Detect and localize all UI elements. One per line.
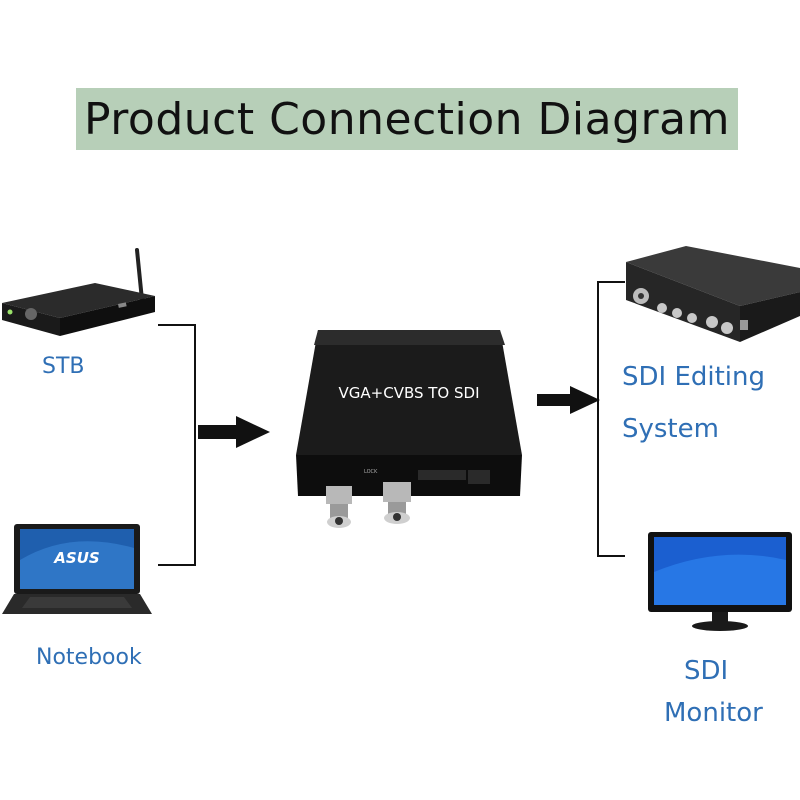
sdi-monitor-label-line1: SDI xyxy=(684,656,729,686)
title-banner: Product Connection Diagram xyxy=(76,88,738,150)
bnc-connector-icon xyxy=(383,482,411,524)
sdi-editing-label-line2: System xyxy=(622,414,719,444)
stb-label: STB xyxy=(42,354,85,379)
set-top-box-icon xyxy=(2,248,155,336)
sdi-monitor-label-line2: Monitor xyxy=(664,698,763,728)
monitor-icon xyxy=(648,532,792,631)
converter-box-icon: LOCK xyxy=(296,330,522,528)
page-title: Product Connection Diagram xyxy=(84,94,730,145)
converter-label: VGA+CVBS TO SDI xyxy=(338,384,480,402)
arrow-right-icon xyxy=(537,386,600,414)
laptop-brand-text: ASUS xyxy=(53,549,99,567)
arrow-right-icon xyxy=(198,416,270,448)
editing-system-icon xyxy=(626,246,800,342)
notebook-label: Notebook xyxy=(36,645,142,670)
bnc-connector-icon xyxy=(326,486,352,528)
sdi-editing-label-line1: SDI Editing xyxy=(622,362,766,392)
input-connector-lines xyxy=(158,324,196,566)
laptop-icon: ASUS xyxy=(2,524,152,614)
output-connector-lines xyxy=(597,281,625,557)
svg-text:LOCK: LOCK xyxy=(364,469,378,475)
